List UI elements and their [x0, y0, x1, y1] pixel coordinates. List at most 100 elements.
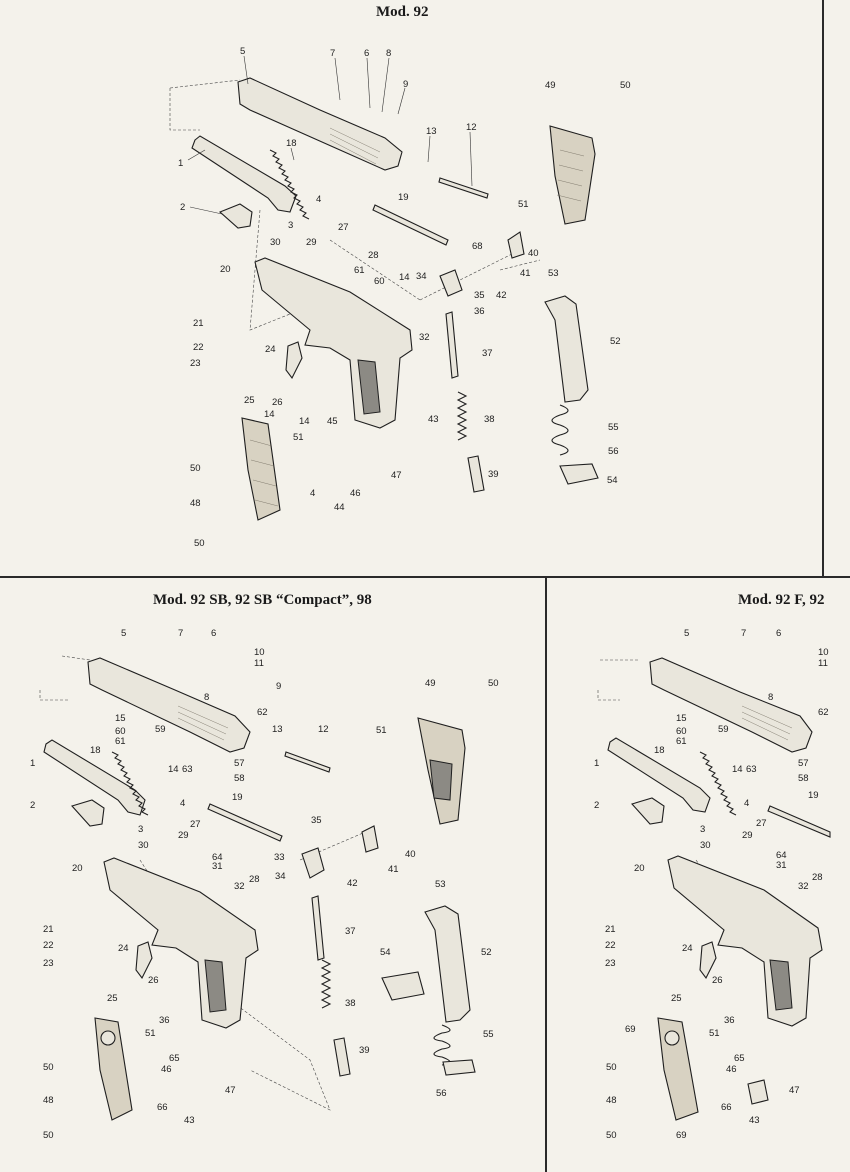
f-barrel: [607, 737, 711, 813]
svg-text:37: 37: [345, 926, 356, 937]
pin-12: [438, 177, 489, 199]
svg-text:32: 32: [798, 881, 809, 892]
svg-text:12: 12: [466, 122, 477, 133]
magazine-part: [544, 295, 599, 485]
svg-text:35: 35: [474, 290, 485, 301]
svg-text:60: 60: [115, 726, 126, 737]
svg-text:1: 1: [594, 758, 599, 769]
svg-text:36: 36: [474, 306, 485, 317]
svg-text:50: 50: [43, 1062, 54, 1073]
svg-text:60: 60: [676, 726, 687, 737]
svg-text:7: 7: [178, 628, 183, 639]
svg-text:59: 59: [155, 724, 166, 735]
f-guide-rod: [767, 805, 831, 838]
f-trigger: [699, 941, 717, 980]
svg-text:10: 10: [254, 647, 265, 658]
svg-text:13: 13: [426, 126, 437, 137]
svg-text:20: 20: [634, 863, 645, 874]
svg-text:52: 52: [610, 336, 621, 347]
svg-text:8: 8: [386, 48, 391, 59]
svg-text:63: 63: [746, 764, 757, 775]
svg-text:7: 7: [741, 628, 746, 639]
svg-text:21: 21: [193, 318, 204, 329]
svg-text:50: 50: [43, 1130, 54, 1141]
svg-text:25: 25: [244, 395, 255, 406]
svg-text:22: 22: [193, 342, 204, 353]
svg-text:18: 18: [654, 745, 665, 756]
svg-text:49: 49: [545, 80, 556, 91]
frame-part: [254, 257, 413, 429]
svg-text:23: 23: [43, 958, 54, 969]
svg-text:14: 14: [299, 416, 310, 427]
locking-block: [218, 203, 253, 229]
svg-text:46: 46: [350, 488, 361, 499]
svg-text:63: 63: [182, 764, 193, 775]
panel-title-mod-92-sb: Mod. 92 SB, 92 SB “Compact”, 98: [153, 592, 372, 608]
svg-text:47: 47: [225, 1085, 236, 1096]
svg-text:46: 46: [161, 1064, 172, 1075]
svg-text:51: 51: [293, 432, 304, 443]
svg-text:44: 44: [334, 502, 345, 513]
sb-slide-part: [87, 657, 251, 753]
svg-text:36: 36: [724, 1015, 735, 1026]
svg-text:5: 5: [240, 46, 245, 57]
svg-text:57: 57: [234, 758, 245, 769]
f-slide-part: [649, 657, 813, 753]
sb-grip-49: [417, 717, 466, 825]
svg-text:4: 4: [180, 798, 185, 809]
svg-text:32: 32: [234, 881, 245, 892]
svg-text:24: 24: [118, 943, 129, 954]
svg-text:30: 30: [270, 237, 281, 248]
f-part-43: [747, 1079, 769, 1105]
panel-divider-horizontal: [0, 576, 850, 578]
svg-text:26: 26: [272, 397, 283, 408]
sb-frame-part: [103, 857, 259, 1029]
svg-text:66: 66: [157, 1102, 168, 1113]
svg-text:43: 43: [749, 1115, 760, 1126]
svg-text:55: 55: [608, 422, 619, 433]
sb-guide-rod: [207, 803, 283, 842]
svg-text:29: 29: [742, 830, 753, 841]
svg-text:32: 32: [419, 332, 430, 343]
svg-text:50: 50: [194, 538, 205, 549]
svg-text:28: 28: [812, 872, 823, 883]
svg-text:39: 39: [359, 1045, 370, 1056]
recoil-spring: [269, 149, 310, 220]
svg-text:8: 8: [204, 692, 209, 703]
svg-text:69: 69: [676, 1130, 687, 1141]
svg-text:18: 18: [90, 745, 101, 756]
svg-text:61: 61: [676, 736, 687, 747]
svg-text:5: 5: [121, 628, 126, 639]
guide-rod: [372, 204, 449, 246]
svg-text:28: 28: [368, 250, 379, 261]
sb-part-40: [361, 825, 379, 853]
svg-text:50: 50: [620, 80, 631, 91]
svg-text:30: 30: [700, 840, 711, 851]
svg-text:4: 4: [744, 798, 749, 809]
sb-recoil-spring: [111, 751, 149, 816]
svg-text:9: 9: [403, 79, 408, 90]
svg-text:60: 60: [374, 276, 385, 287]
svg-text:59: 59: [718, 724, 729, 735]
sb-grip-48: [94, 1017, 133, 1121]
svg-text:53: 53: [435, 879, 446, 890]
svg-text:9: 9: [276, 681, 281, 692]
sb-barrel: [43, 739, 146, 816]
svg-text:48: 48: [190, 498, 201, 509]
svg-text:7: 7: [330, 48, 335, 59]
sb-magazine: [381, 905, 476, 1076]
f-locking-block: [631, 797, 665, 825]
sb-trigger: [135, 941, 153, 980]
part-39: [467, 455, 485, 493]
svg-text:6: 6: [211, 628, 216, 639]
top-panel-right-border: [822, 0, 824, 576]
svg-text:54: 54: [607, 475, 618, 486]
svg-text:3: 3: [138, 824, 143, 835]
svg-text:37: 37: [482, 348, 493, 359]
svg-text:8: 8: [768, 692, 773, 703]
svg-text:69: 69: [625, 1024, 636, 1035]
svg-text:28: 28: [249, 874, 260, 885]
svg-text:15: 15: [676, 713, 687, 724]
barrel-part: [191, 135, 297, 213]
